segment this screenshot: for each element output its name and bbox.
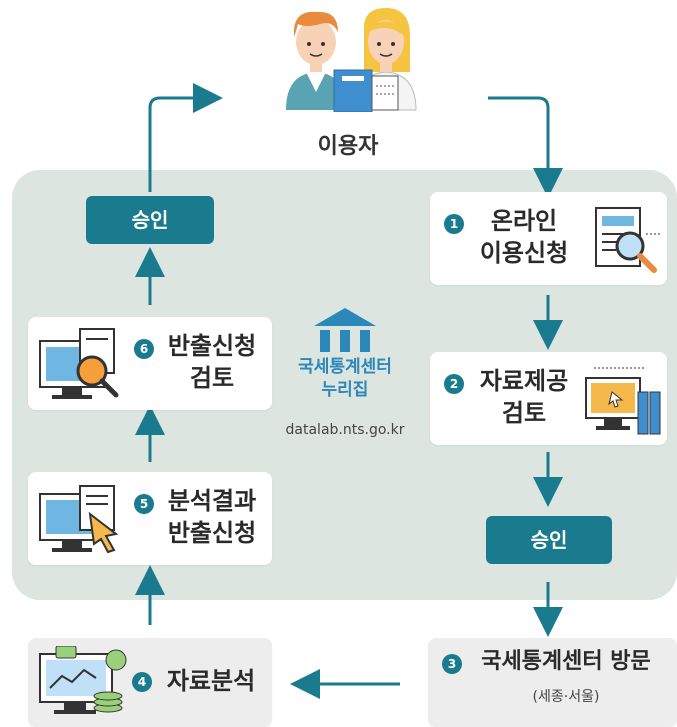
- step6-label-line1: 반출신청: [167, 332, 257, 360]
- step2-card: 2 자료제공 검토: [430, 352, 667, 445]
- center-url[interactable]: datalab.nts.go.kr: [285, 422, 405, 438]
- step2-label-line2: 검토: [501, 399, 547, 427]
- step1-number: 1: [444, 214, 464, 234]
- monitor-search-icon: [39, 328, 119, 399]
- step3-sublabel: (세종·서울): [532, 689, 600, 705]
- step5-label-line1: 분석결과: [167, 487, 257, 515]
- center-title: 국세통계센터 누리집: [270, 356, 420, 402]
- monitor-folders-icon: [585, 367, 661, 435]
- step6-label-line2: 검토: [189, 364, 235, 392]
- step5-number: 5: [134, 494, 154, 514]
- monitor-cursor-icon: [39, 485, 119, 554]
- step5-card: 5 분석결과 반출신청: [28, 472, 272, 565]
- approval-badge-left: 승인: [86, 196, 214, 244]
- center-title-line2: 누리집: [321, 380, 369, 400]
- step3-label: 국세통계센터 방문: [481, 649, 651, 674]
- step1-card: 1 온라인 이용신청: [430, 192, 667, 285]
- building-logo-icon: [314, 308, 376, 352]
- step2-label-line1: 자료제공: [479, 367, 569, 395]
- arrow-approve-to-user: [148, 83, 223, 192]
- document-search-icon: [595, 207, 660, 273]
- user-label: 이용자: [317, 134, 379, 159]
- center-title-line1: 국세통계센터: [298, 357, 392, 377]
- step6-card: 6 반출신청 검토: [28, 317, 272, 410]
- step2-number: 2: [444, 374, 464, 394]
- step4-label: 자료분석: [166, 667, 256, 695]
- approval-badge-right: 승인: [486, 516, 612, 564]
- step6-number: 6: [134, 339, 154, 359]
- step1-label-line1: 온라인: [490, 207, 558, 235]
- users-icon: [286, 8, 417, 112]
- arrow-user-to-step1: [488, 96, 563, 198]
- analysis-monitor-icon: [39, 646, 127, 714]
- step3-number: 3: [442, 654, 462, 674]
- step3-card: 3 국세통계센터 방문 (세종·서울): [428, 638, 677, 727]
- step1-label-line2: 이용신청: [479, 239, 569, 267]
- step4-card: 4 자료분석: [28, 638, 272, 727]
- step5-label-line2: 반출신청: [167, 519, 257, 547]
- step4-number: 4: [132, 672, 152, 692]
